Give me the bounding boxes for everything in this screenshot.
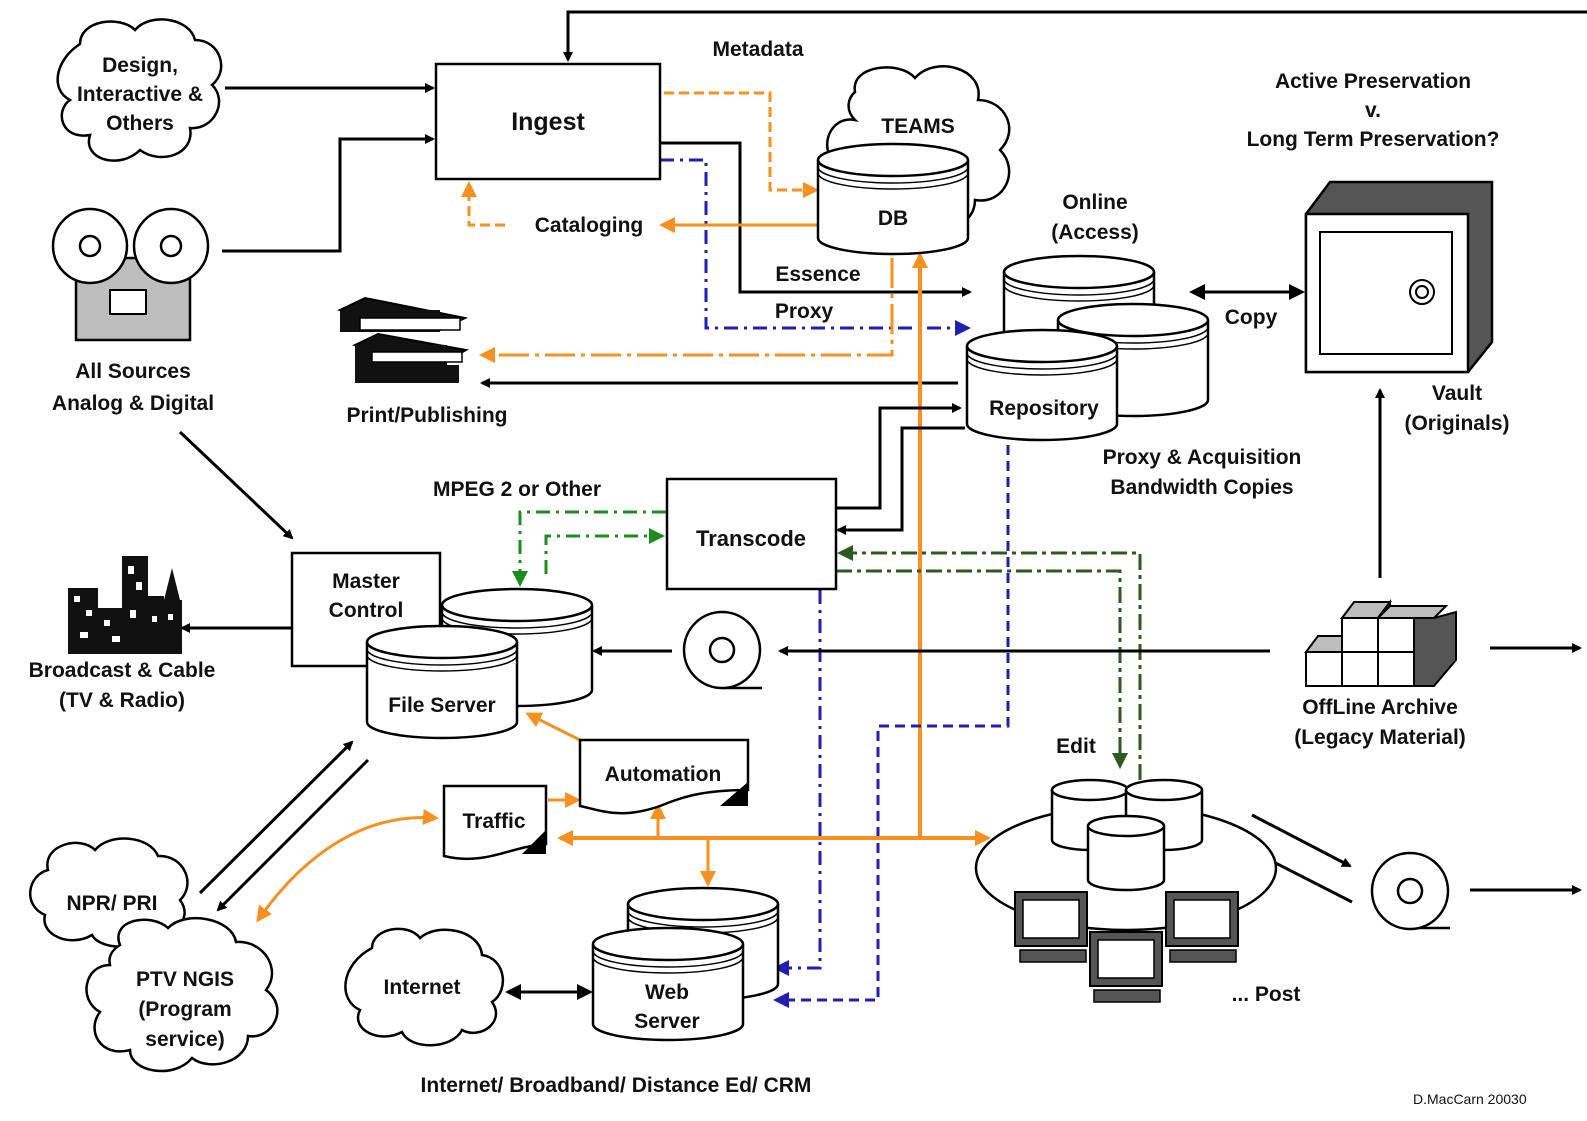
essence-line <box>660 141 972 297</box>
db-label: DB <box>878 207 908 230</box>
web-label-2: Server <box>634 1010 699 1033</box>
edit-to-tape <box>1251 813 1352 868</box>
transcode-box: Transcode <box>665 477 838 591</box>
transcode-label: Transcode <box>696 526 806 551</box>
active-label-3: Long Term Preservation? <box>1247 128 1500 151</box>
connectors <box>178 10 1587 1008</box>
design-label-1: Design, <box>102 54 178 77</box>
books-icon <box>336 296 469 383</box>
transcode-to-edit <box>836 569 1128 769</box>
vault-label-1: Vault <box>1432 382 1482 405</box>
online-label-2: (Access) <box>1051 221 1139 244</box>
sources-to-master <box>178 430 294 540</box>
proxy-label: Proxy <box>775 300 834 323</box>
sources-label-1: All Sources <box>75 360 191 383</box>
ingest-label: Ingest <box>511 108 585 136</box>
ptv-label-1: PTV NGIS <box>136 968 234 991</box>
copy-label: Copy <box>1225 306 1278 329</box>
credit-label: D.MacCarn 20030 <box>1413 1091 1527 1107</box>
file-server-cylinders: File Server <box>365 587 594 740</box>
db-to-print <box>479 258 894 363</box>
master-label-1: Master <box>332 570 400 593</box>
top-feedback-line <box>563 10 1587 62</box>
ptv-label-3: service) <box>145 1028 224 1051</box>
internet-cloud: Internet <box>344 927 505 1047</box>
active-label-2: v. <box>1365 99 1381 122</box>
mpeg-label: MPEG 2 or Other <box>433 478 601 501</box>
automation-label: Automation <box>605 763 722 786</box>
edit-label: Edit <box>1056 735 1096 758</box>
proxy-acq-label-1: Proxy & Acquisition <box>1103 446 1302 469</box>
edit-to-transcode <box>837 545 1142 780</box>
traffic-to-ptv <box>256 809 439 923</box>
traffic-document: Traffic <box>442 784 548 861</box>
master-label-2: Control <box>329 599 404 622</box>
online-label-1: Online <box>1062 191 1127 214</box>
offline-label-1: OffLine Archive <box>1302 696 1458 719</box>
cataloging-label: Cataloging <box>535 214 644 237</box>
post-cluster <box>974 778 1278 1003</box>
offline-archive-icon <box>1304 599 1457 687</box>
proxy-line <box>660 158 971 336</box>
tape-reel-right-icon <box>1370 851 1450 931</box>
sources-label-2: Analog & Digital <box>52 392 214 415</box>
cataloging-to-ingest <box>461 181 505 227</box>
footer-label: Internet/ Broadband/ Distance Ed/ CRM <box>421 1074 812 1097</box>
ingest-box: Ingest <box>434 62 662 181</box>
offline-label-2: (Legacy Material) <box>1294 726 1466 749</box>
repository-cylinder: Repository <box>965 328 1119 442</box>
ptv-label-2: (Program <box>138 998 231 1021</box>
internet-label: Internet <box>383 976 460 999</box>
sources-to-ingest <box>222 134 435 253</box>
transcode-to-fileserver <box>512 510 666 587</box>
repository-label: Repository <box>989 397 1099 420</box>
online-storage-cylinders <box>1002 254 1210 418</box>
automation-to-fileserver <box>525 712 581 742</box>
vault-label-2: (Originals) <box>1404 412 1509 435</box>
db-cylinder: DB <box>816 142 970 256</box>
tape-reel-icon <box>682 610 762 690</box>
fileserver-to-npr <box>216 758 370 912</box>
design-label-3: Others <box>106 112 174 135</box>
active-label-1: Active Preservation <box>1275 70 1471 93</box>
design-cloud: Design, Interactive & Others <box>56 18 223 162</box>
transcode-to-repository-1 <box>836 403 962 510</box>
proxy-acq-label-2: Bandwidth Copies <box>1110 476 1293 499</box>
broadcast-label-2: (TV & Radio) <box>59 689 185 712</box>
automation-document: Automation <box>578 738 750 815</box>
vault-safe-icon <box>1304 180 1494 374</box>
ptv-cloud: PTV NGIS (Program service) <box>85 916 279 1073</box>
design-label-2: Interactive & <box>77 83 203 106</box>
file-server-label: File Server <box>388 694 495 717</box>
repository-to-transcode <box>836 426 965 535</box>
npr-label: NPR/ PRI <box>66 892 157 915</box>
traffic-label: Traffic <box>462 810 525 833</box>
metadata-line <box>664 91 819 198</box>
web-server-cylinders: Web Server <box>591 886 780 1042</box>
tape-machine-icon <box>51 207 210 342</box>
print-label: Print/Publishing <box>347 404 508 427</box>
transcode-to-web <box>773 590 822 976</box>
web-label-1: Web <box>645 981 689 1004</box>
npr-to-fileserver <box>198 740 354 895</box>
city-icon <box>68 556 182 654</box>
broadcast-label-1: Broadcast & Cable <box>29 659 216 682</box>
essence-label: Essence <box>775 263 860 286</box>
teams-label: TEAMS <box>881 115 955 138</box>
fileserver-to-transcode <box>544 528 665 574</box>
metadata-label: Metadata <box>712 38 803 61</box>
post-label: ... Post <box>1232 983 1301 1006</box>
